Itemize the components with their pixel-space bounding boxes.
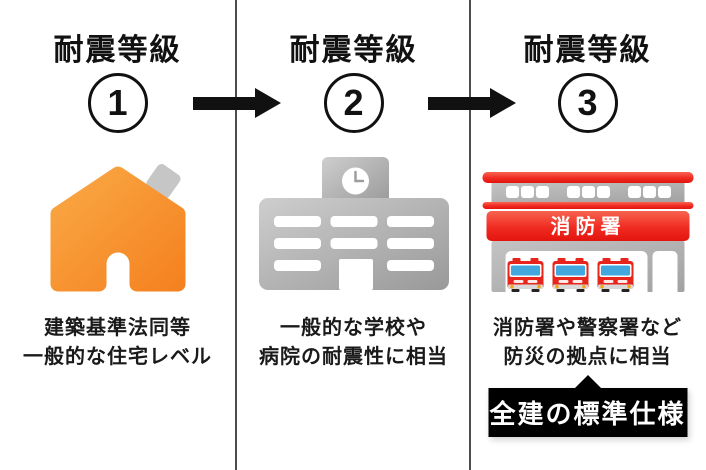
column-title: 耐震等級	[523, 34, 652, 67]
fire-station-icon: 消防署	[482, 172, 693, 298]
fire-station-sign: 消防署	[550, 214, 625, 238]
right-arrow-icon	[428, 88, 516, 118]
school-building-icon	[258, 155, 449, 290]
column-divider	[469, 0, 471, 470]
house-icon	[50, 164, 186, 292]
badge-pointer-triangle	[574, 375, 601, 388]
column-title: 耐震等級	[53, 34, 182, 67]
description-line: 消防署や警察署など	[493, 317, 682, 339]
arrow-head	[255, 88, 281, 118]
description-line: 一般的な学校や	[280, 317, 427, 339]
standard-spec-badge: 全建の標準仕様	[488, 388, 687, 437]
fire-truck-icon	[507, 258, 543, 292]
description-line: 病院の耐震性に相当	[259, 346, 448, 368]
description-line: 防災の拠点に相当	[503, 346, 672, 368]
column-grade-1: 耐震等級 1 建築基準法同等 一般的な住宅レベル	[0, 0, 235, 470]
right-arrow-icon	[193, 88, 281, 118]
column-title: 耐震等級	[289, 34, 418, 67]
grade-number-badge: 2	[323, 73, 384, 133]
grade-number: 3	[577, 82, 598, 123]
grade-number: 2	[343, 82, 364, 123]
column-description: 建築基準法同等 一般的な住宅レベル	[0, 314, 235, 372]
arrow-shaft	[428, 96, 490, 110]
column-divider	[235, 0, 237, 470]
description-line: 一般的な住宅レベル	[23, 346, 212, 368]
arrow-shaft	[193, 96, 255, 110]
column-description: 消防署や警察署など 防災の拠点に相当	[470, 314, 705, 372]
description-line: 建築基準法同等	[44, 317, 191, 339]
upper-windows	[505, 186, 671, 198]
column-description: 一般的な学校や 病院の耐震性に相当	[236, 314, 471, 372]
grade-number-badge: 3	[557, 73, 618, 133]
grade-number-badge: 1	[87, 73, 148, 133]
clock-icon	[341, 167, 369, 195]
arrow-head	[490, 88, 516, 118]
column-grade-3: 耐震等級 3	[470, 0, 705, 470]
column-grade-2: 耐震等級 2	[236, 0, 471, 470]
fire-truck-icon	[597, 258, 633, 292]
fire-truck-icon	[552, 258, 588, 292]
grade-number: 1	[107, 82, 128, 123]
